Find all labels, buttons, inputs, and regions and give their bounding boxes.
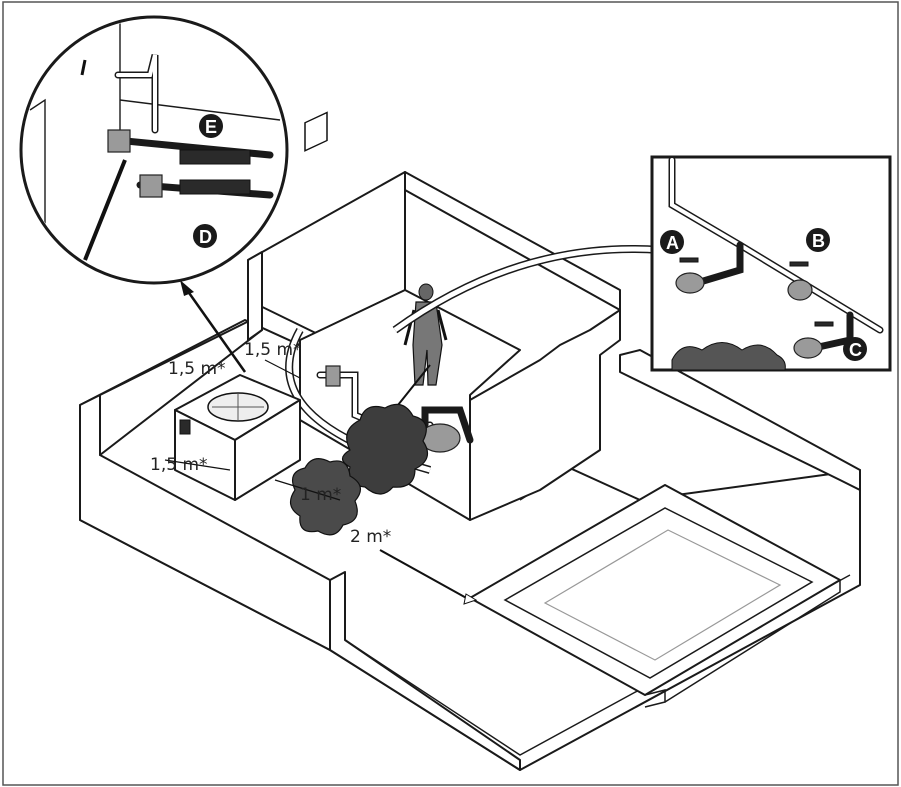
label-dist-bush-far: 2 m*: [350, 527, 391, 547]
bushes: [289, 403, 429, 536]
pool: [469, 484, 841, 708]
badge-c-icon: [843, 337, 867, 361]
electric-box: [304, 111, 328, 152]
label-dist-top-right: 1,5 m*: [244, 340, 302, 360]
heat-pump-unit: [174, 374, 301, 501]
detail-circle-de: E D: [19, 15, 289, 285]
label-dist-top-left: 1,5 m*: [168, 359, 226, 379]
label-dist-bush-near: 1 m*: [300, 485, 341, 505]
badge-d-icon: [193, 224, 217, 248]
badge-e-label: E: [205, 117, 217, 137]
badge-a-label: A: [666, 233, 679, 253]
badge-c-label: C: [849, 340, 862, 360]
badge-b-icon: [806, 228, 830, 252]
badge-e-icon: [199, 114, 223, 138]
label-dist-side: 1,5 m*: [150, 455, 208, 475]
dimension-lines: [164, 359, 478, 605]
detail-arrow: [180, 280, 247, 373]
badge-b-label: B: [812, 231, 825, 251]
detail-box-abc: A B C: [650, 155, 892, 372]
badge-d-label: D: [199, 227, 212, 247]
badge-a-icon: [660, 230, 684, 254]
technical-room: [247, 111, 621, 521]
